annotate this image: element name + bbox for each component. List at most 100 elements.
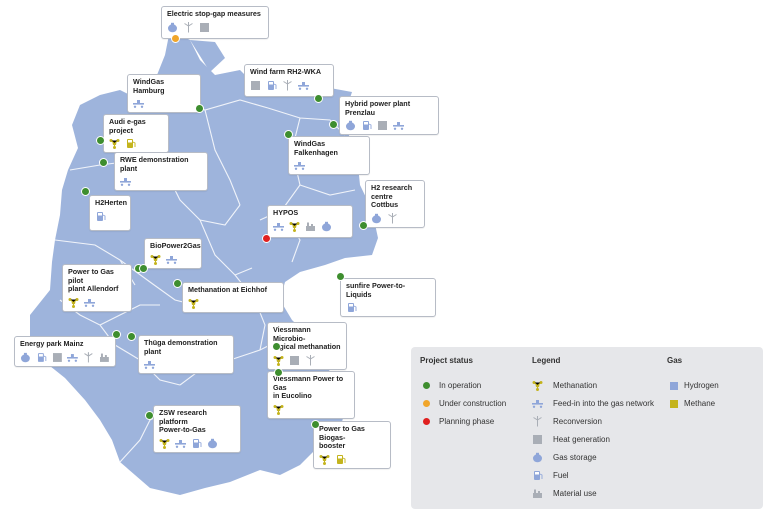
project-label: sunfire Power-to-Liquids: [346, 281, 406, 299]
feed-in-icon: [84, 298, 95, 307]
project-callout-p1[interactable]: Electric stop-gap measures: [161, 6, 269, 39]
gas-storage-icon: [168, 22, 177, 32]
legend-dot-under-construction: [423, 400, 430, 407]
gas-storage-icon: [346, 120, 355, 131]
legend-label-in-operation: In operation: [439, 381, 482, 390]
project-location-dot-operation[interactable]: [112, 330, 121, 339]
project-location-dot-operation[interactable]: [96, 136, 105, 145]
project-callout-p20[interactable]: Power to Gas Biogas- booster: [313, 421, 391, 469]
legend-panel: Project status In operation Under constr…: [411, 347, 763, 509]
project-callout-p15[interactable]: Energy park Mainz: [14, 336, 116, 367]
project-icons: [273, 221, 347, 232]
methane-label: Methane: [684, 399, 716, 408]
project-icons: [20, 351, 110, 363]
methanation-icon: [319, 454, 330, 465]
project-location-dot-operation[interactable]: [139, 264, 148, 273]
project-icons: [188, 298, 278, 309]
project-status-heading: Project status: [420, 356, 473, 365]
project-callout-p12[interactable]: Power to Gas pilot plant Allendorf: [62, 264, 132, 312]
project-icons: [371, 212, 419, 224]
project-location-dot-operation[interactable]: [127, 332, 136, 341]
feed-in-icon: [166, 255, 177, 264]
project-label: Viessmann Power to Gas in Eucolino: [273, 374, 344, 401]
project-callout-p4[interactable]: Hybrid power plant Prenzlau: [339, 96, 439, 136]
project-callout-p14[interactable]: sunfire Power-to-Liquids: [340, 278, 436, 318]
methanation-icon: [188, 298, 199, 309]
fuel-icon: [348, 303, 357, 313]
project-callout-p7[interactable]: RWE demonstration plant: [114, 152, 208, 192]
project-icons: [294, 160, 364, 171]
fuel-icon: [534, 471, 543, 480]
project-location-dot-operation[interactable]: [272, 342, 281, 351]
hydrogen-label: Hydrogen: [684, 381, 719, 390]
legend-label-material-use: Material use: [553, 489, 597, 498]
project-location-dot-operation[interactable]: [173, 279, 182, 288]
gas-storage-icon: [372, 213, 381, 224]
feed-in-icon: [393, 122, 404, 131]
legend-icon-gas-storage: [532, 452, 543, 463]
project-callout-p19[interactable]: ZSW research platform Power-to-Gas: [153, 405, 241, 453]
project-callout-p13[interactable]: Methanation at Eichhof: [182, 282, 284, 313]
project-label: H2Herten: [95, 198, 127, 207]
project-location-dot-operation[interactable]: [284, 130, 293, 139]
project-icons: [250, 79, 328, 91]
project-location-dot-operation[interactable]: [99, 158, 108, 167]
project-callout-p10[interactable]: HYPOS: [267, 205, 353, 238]
reconversion-icon: [184, 21, 193, 33]
feed-in-icon: [144, 361, 155, 370]
project-location-dot-operation[interactable]: [314, 94, 323, 103]
project-location-dot-operation[interactable]: [81, 187, 90, 196]
gas-heading: Gas: [667, 356, 683, 365]
project-location-dot-operation[interactable]: [359, 221, 368, 230]
project-callout-p6[interactable]: WindGas Falkenhagen: [288, 136, 370, 176]
feed-in-icon: [532, 400, 543, 408]
legend-icon-methanation: [532, 380, 543, 391]
gas-storage-icon: [533, 452, 542, 463]
hydrogen-swatch: [670, 382, 678, 390]
project-label: Audi e-gas project: [109, 117, 146, 135]
project-location-dot-operation[interactable]: [195, 104, 204, 113]
heat-generation-icon: [290, 355, 299, 365]
heat-generation-icon: [378, 121, 387, 131]
gas-storage-icon: [208, 438, 217, 449]
project-location-dot-operation[interactable]: [145, 411, 154, 420]
project-label: Power to Gas pilot plant Allendorf: [68, 267, 119, 294]
reconversion-icon: [388, 212, 397, 224]
reconversion-icon: [306, 354, 315, 366]
project-callout-p2[interactable]: WindGas Hamburg: [127, 74, 201, 114]
project-location-dot-planning[interactable]: [262, 234, 271, 243]
fuel-icon: [268, 80, 277, 90]
project-label: Viessmann Microbio- logical methanation: [273, 325, 341, 352]
project-icons: [68, 297, 126, 308]
legend-icon-feed-in: [532, 398, 543, 409]
project-label: ZSW research platform Power-to-Gas: [159, 408, 207, 435]
heat-generation-icon: [533, 435, 542, 444]
gas-storage-icon: [20, 352, 30, 362]
project-icons: [144, 359, 228, 370]
project-callout-p5[interactable]: Audi e-gas project: [103, 114, 169, 154]
project-callout-p3[interactable]: Wind farm RH2-WKA: [244, 64, 334, 97]
project-callout-p9[interactable]: H2 research centre Cottbus: [365, 180, 425, 228]
project-label: Thüga demonstration plant: [144, 338, 218, 356]
methanation-icon: [159, 438, 170, 449]
project-icons: [150, 254, 196, 265]
project-callout-p16[interactable]: Thüga demonstration plant: [138, 335, 234, 375]
project-location-dot-operation[interactable]: [329, 120, 338, 129]
project-callout-p8[interactable]: H2Herten: [89, 195, 131, 231]
project-location-dot-operation[interactable]: [311, 420, 320, 429]
feed-in-icon: [120, 178, 131, 187]
legend-icon-material-use: [532, 488, 543, 499]
project-label: WindGas Falkenhagen: [294, 139, 338, 157]
project-location-dot-operation[interactable]: [274, 368, 283, 377]
feed-in-icon: [298, 81, 309, 90]
project-location-dot-operation[interactable]: [336, 272, 345, 281]
fuel-icon: [37, 352, 47, 362]
legend-label-gas-storage: Gas storage: [553, 453, 597, 462]
project-callout-p18[interactable]: Viessmann Power to Gas in Eucolino: [267, 371, 355, 419]
project-label: H2 research centre Cottbus: [371, 183, 413, 210]
reconversion-icon: [84, 351, 93, 363]
project-location-dot-construction[interactable]: [171, 34, 180, 43]
methanation-icon: [273, 404, 284, 415]
project-callout-p11[interactable]: BioPower2Gas: [144, 238, 202, 269]
project-label: BioPower2Gas: [150, 241, 201, 250]
